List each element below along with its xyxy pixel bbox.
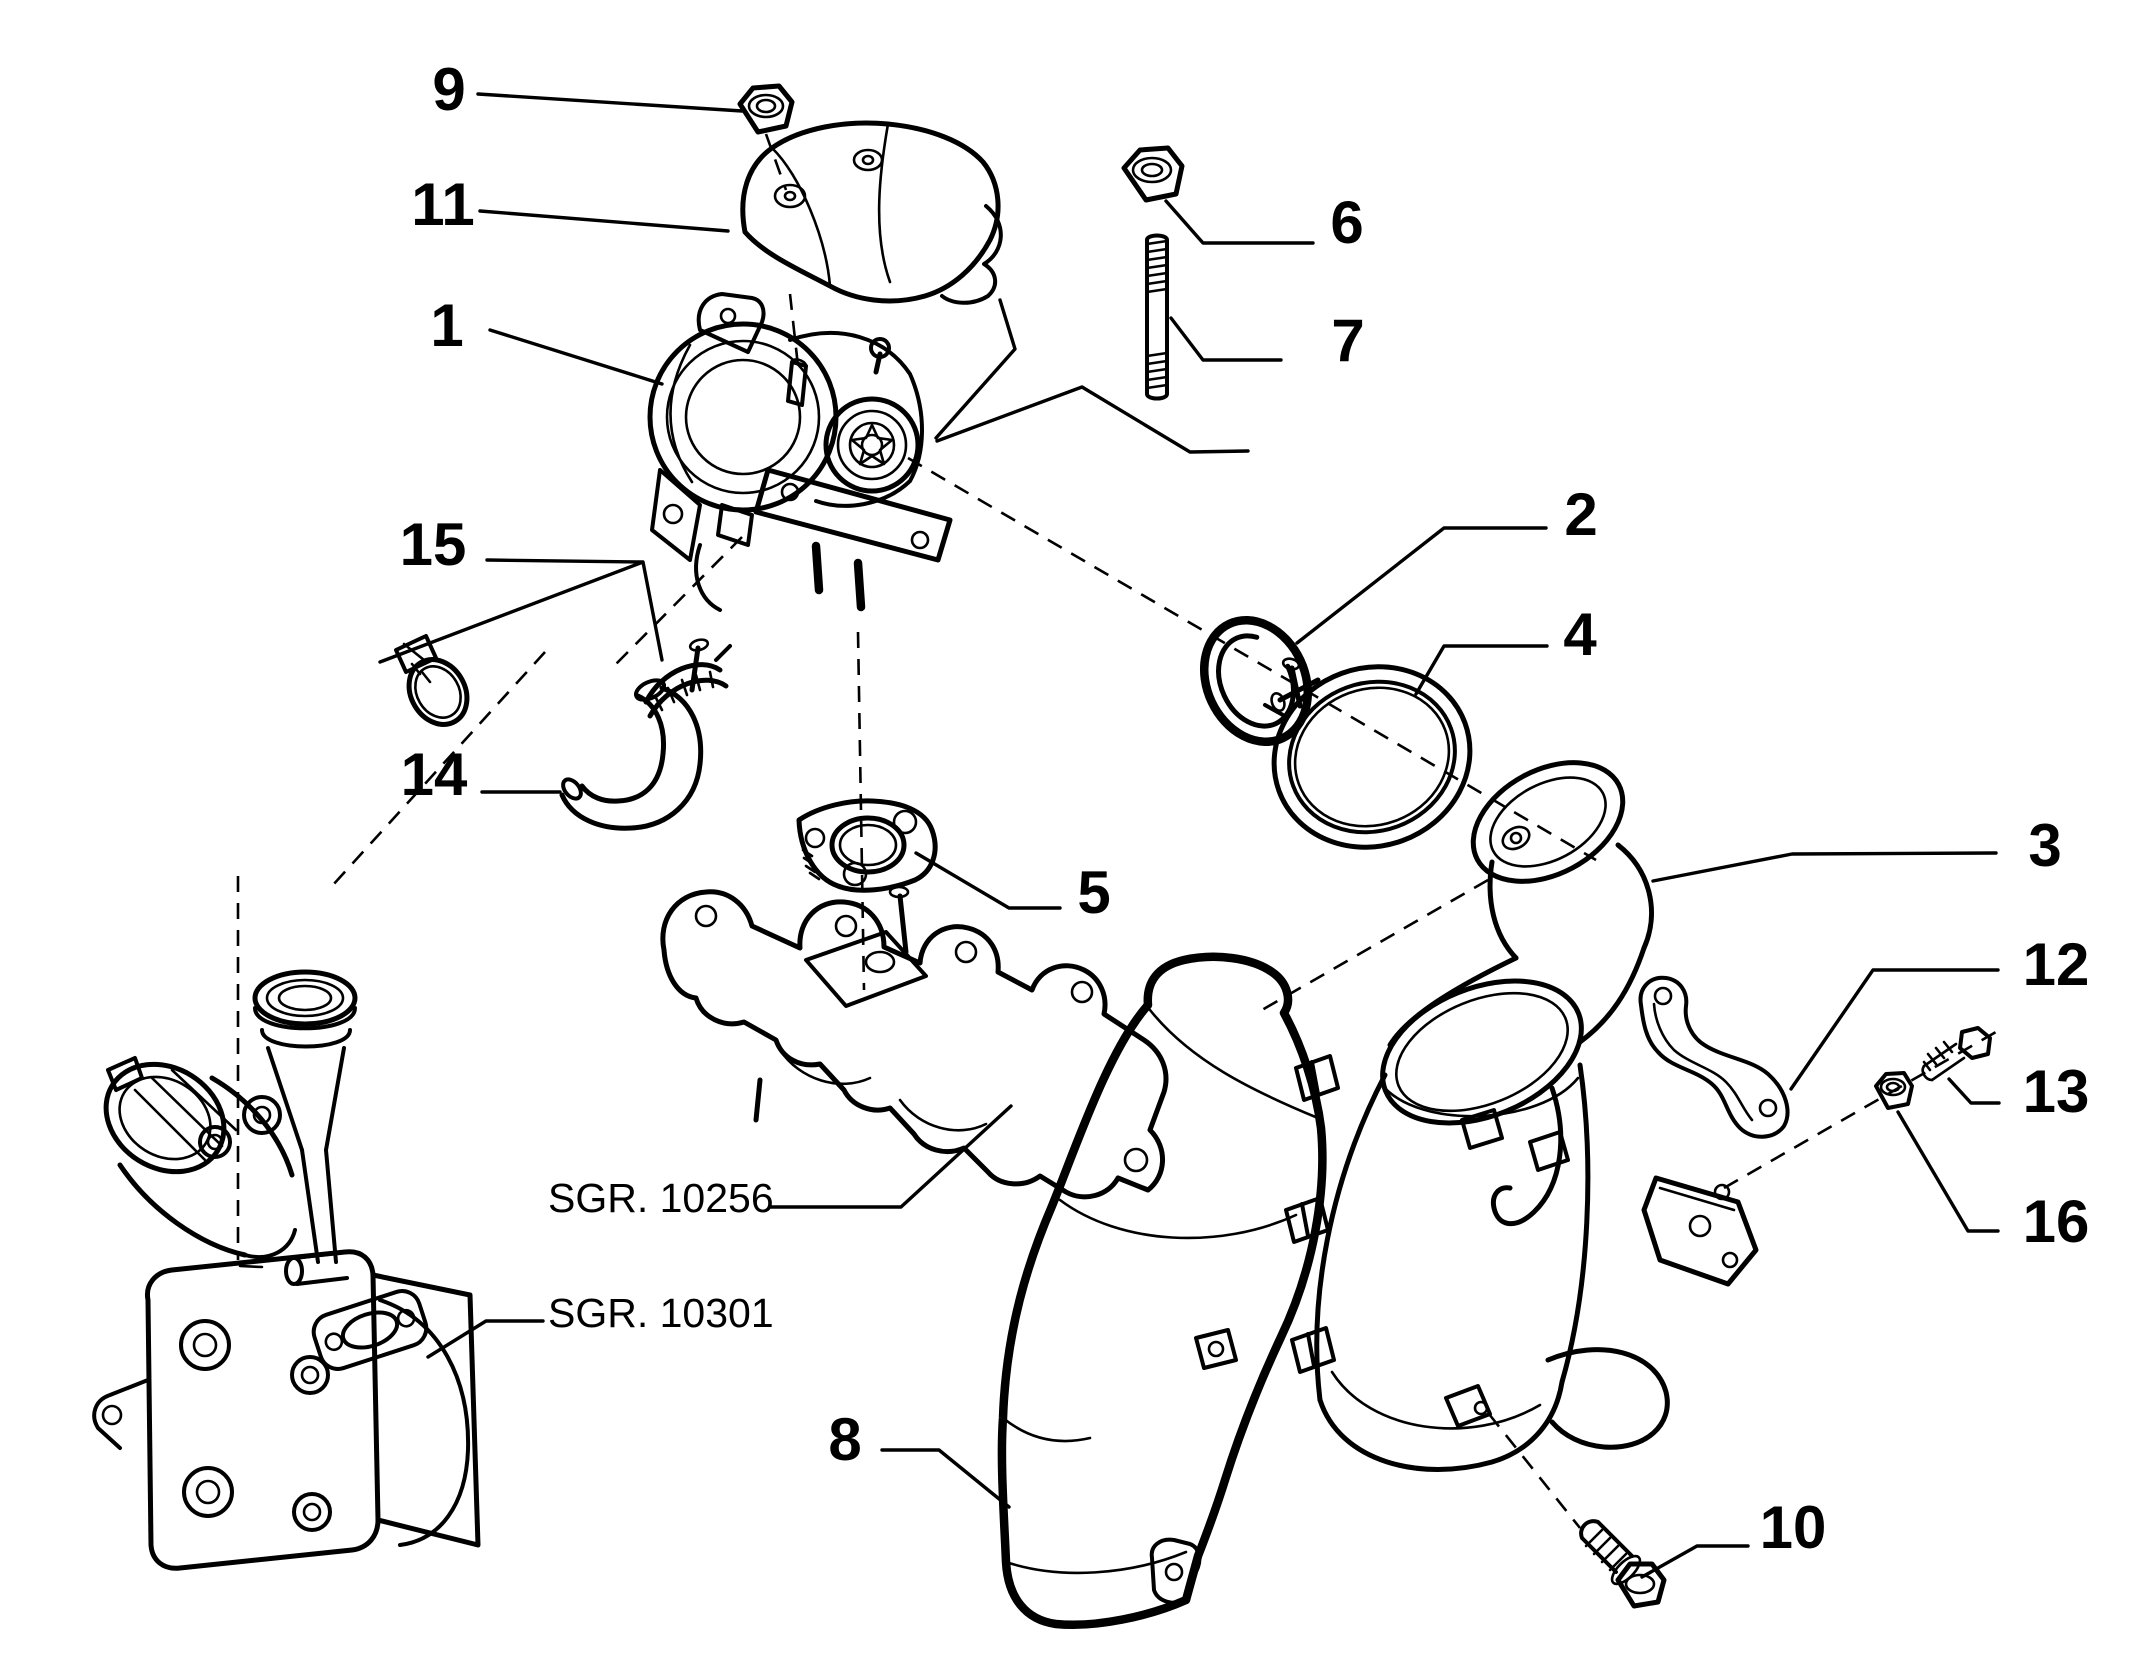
leader-5 bbox=[914, 851, 1062, 910]
axis-bracket-to-bolt13 bbox=[1723, 1030, 1997, 1190]
callout-4[interactable]: 4 bbox=[1563, 601, 1597, 668]
nut-6-drawing bbox=[1121, 145, 1185, 203]
bolt-13-drawing bbox=[1921, 1026, 1992, 1082]
callout-labels: 9 11 1 15 14 6 7 2 4 5 3 12 13 16 8 10 bbox=[400, 56, 2090, 1561]
leader-6 bbox=[1164, 199, 1315, 245]
callout-7[interactable]: 7 bbox=[1331, 307, 1364, 374]
turbocharger-drawing bbox=[647, 292, 953, 612]
axis-catalyst-to-heatshield bbox=[1254, 878, 1489, 1016]
catalyst-heat-shield-drawing bbox=[997, 952, 1327, 1629]
leader-16 bbox=[1896, 1110, 2000, 1233]
callout-5[interactable]: 5 bbox=[1077, 859, 1110, 926]
leader-2 bbox=[1295, 526, 1548, 645]
clamp-drawing bbox=[1263, 657, 1473, 850]
callout-6[interactable]: 6 bbox=[1330, 189, 1363, 256]
section-reference-labels: SGR. 10256 SGR. 10301 bbox=[548, 1175, 774, 1336]
stud-7-drawing bbox=[1145, 233, 1169, 401]
leader-7 bbox=[1169, 316, 1283, 362]
callout-10[interactable]: 10 bbox=[1760, 1494, 1827, 1561]
nut-16-drawing bbox=[1874, 1071, 1914, 1110]
leader-unlabeled-b bbox=[935, 385, 1250, 454]
bolt-10-drawing bbox=[1579, 1519, 1667, 1609]
leader-3 bbox=[1651, 851, 1998, 883]
nut-9-drawing bbox=[737, 83, 795, 135]
oil-filter-cap bbox=[103, 1056, 297, 1259]
axis-turbo-to-hose bbox=[615, 536, 743, 665]
leader-12 bbox=[1789, 968, 2000, 1091]
axis-catalyst-to-bolt10 bbox=[1487, 1413, 1582, 1529]
leader-sgr-10256 bbox=[768, 1104, 1013, 1209]
callout-8[interactable]: 8 bbox=[828, 1406, 861, 1473]
assembly-axis-lines bbox=[236, 133, 1997, 1529]
oil-filter-housing-drawing bbox=[92, 969, 481, 1571]
worm-clamp-drawing bbox=[394, 634, 470, 727]
leader-10 bbox=[1640, 1544, 1750, 1579]
callout-9[interactable]: 9 bbox=[432, 56, 465, 123]
leader-unlabeled-a bbox=[934, 298, 1017, 440]
turbo-heat-shield-drawing bbox=[740, 120, 1003, 305]
callout-2[interactable]: 2 bbox=[1564, 481, 1597, 548]
callout-14[interactable]: 14 bbox=[401, 741, 468, 808]
leader-sgr-10301 bbox=[426, 1319, 545, 1359]
callout-16[interactable]: 16 bbox=[2023, 1188, 2090, 1255]
callout-12[interactable]: 12 bbox=[2023, 931, 2090, 998]
callout-11[interactable]: 11 bbox=[411, 171, 474, 238]
callout-13[interactable]: 13 bbox=[2023, 1058, 2090, 1125]
leader-4 bbox=[1414, 644, 1549, 696]
leader-1 bbox=[488, 328, 664, 386]
axis-shield-to-turbo bbox=[788, 293, 800, 367]
section-ref-sgr-10301[interactable]: SGR. 10301 bbox=[548, 1290, 774, 1336]
leader-9 bbox=[476, 92, 744, 113]
bracket-gasket-drawing bbox=[1638, 975, 1790, 1139]
section-ref-sgr-10256[interactable]: SGR. 10256 bbox=[548, 1175, 774, 1221]
oil-port-flange bbox=[311, 1289, 429, 1371]
leader-8 bbox=[880, 1448, 1011, 1509]
callout-1[interactable]: 1 bbox=[430, 292, 463, 359]
oil-drain-hose-drawing bbox=[559, 678, 704, 831]
callout-3[interactable]: 3 bbox=[2028, 812, 2061, 879]
callout-15[interactable]: 15 bbox=[400, 511, 467, 578]
spring-clamp-drawing bbox=[643, 638, 732, 719]
seal-ring-drawing bbox=[1199, 616, 1313, 746]
leader-lines bbox=[378, 92, 2001, 1579]
gasket-5-drawing bbox=[796, 798, 938, 893]
exhaust-manifold-drawing bbox=[660, 885, 1169, 1200]
leader-11 bbox=[478, 209, 730, 233]
catalytic-converter-drawing bbox=[1284, 760, 1759, 1472]
axis-nut9-to-shield bbox=[764, 133, 788, 191]
axis-turbo-to-manifold bbox=[856, 631, 866, 991]
leader-15 bbox=[378, 558, 664, 664]
leader-13 bbox=[1947, 1077, 2001, 1105]
